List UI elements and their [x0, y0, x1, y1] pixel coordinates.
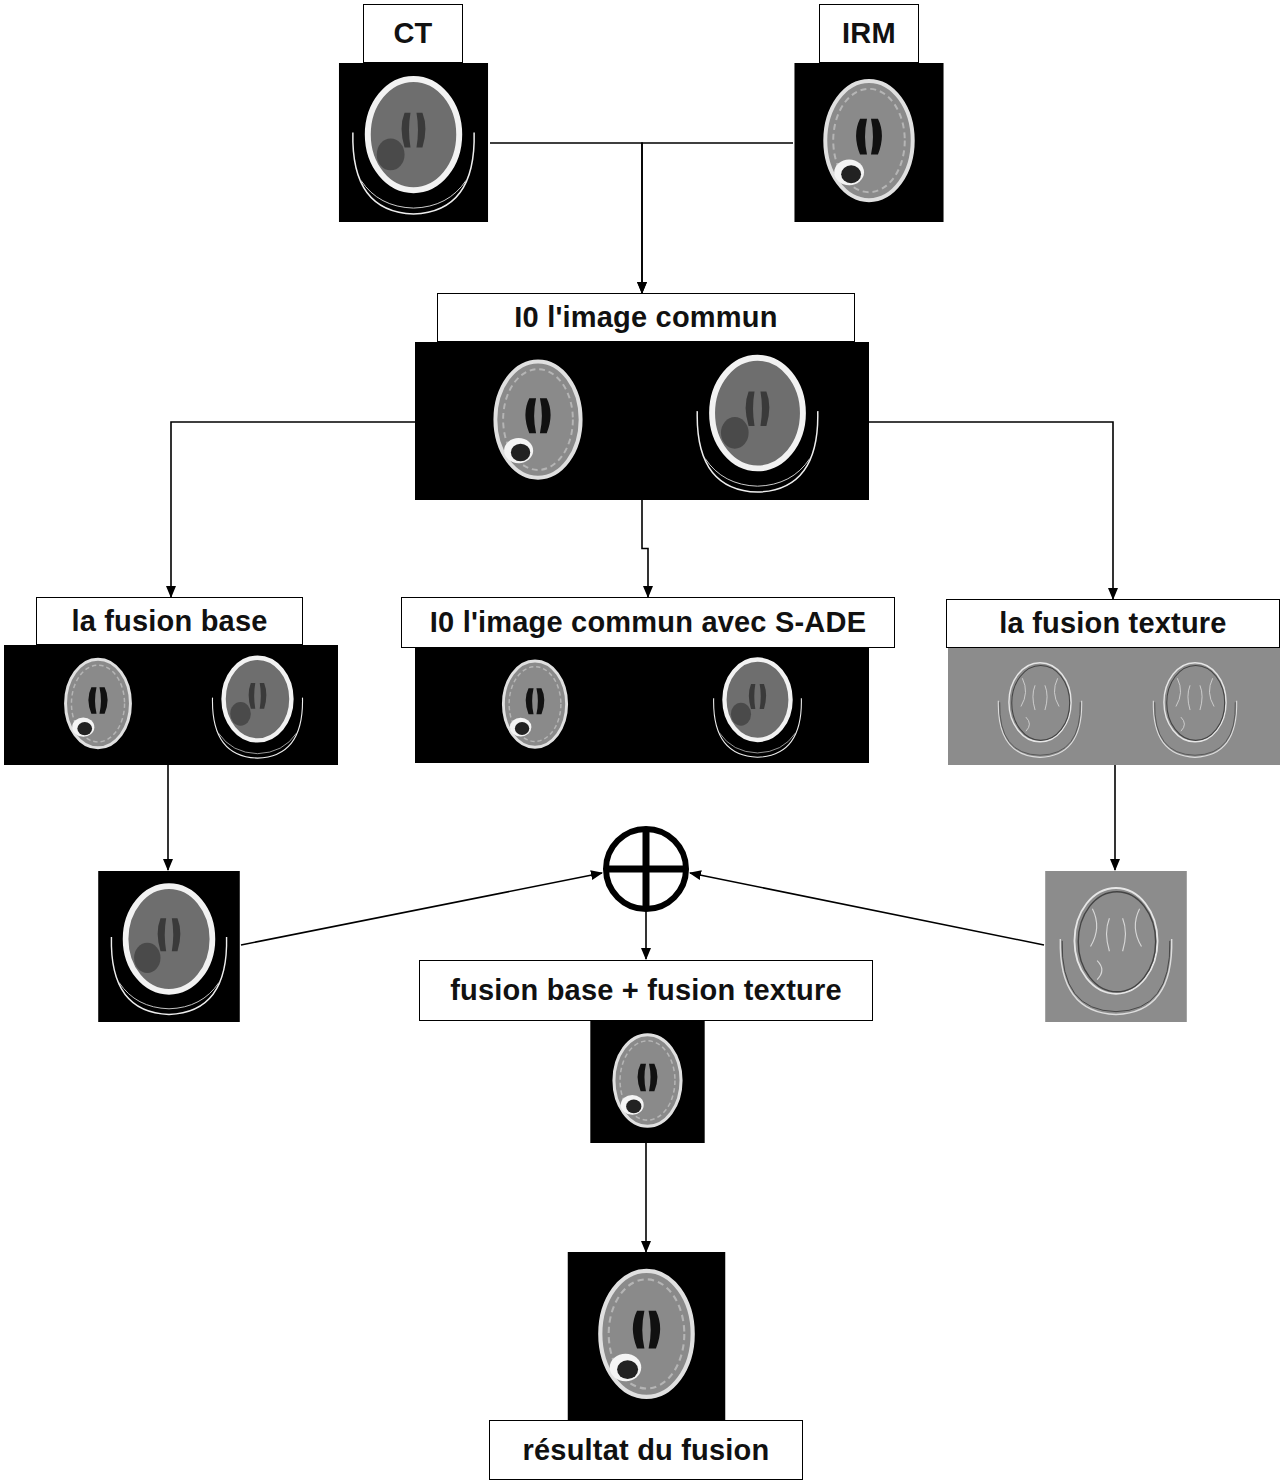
- process-box: la fusion base: [4, 597, 338, 765]
- ct-scan-image: [339, 63, 488, 222]
- mri-scan-image: [794, 63, 943, 222]
- sum-symbol: [609, 866, 683, 873]
- ct-scan-image: [202, 646, 313, 764]
- ct-scan-image: [683, 342, 831, 500]
- image-panel: [415, 648, 869, 763]
- flow-arrow: [645, 911, 647, 959]
- mri-scan-image: [481, 648, 589, 763]
- box-label: fusion base + fusion texture: [450, 974, 842, 1007]
- flow-connector: [645, 1143, 647, 1252]
- flow-arrow: [167, 765, 169, 870]
- process-box: I0 l'image commun: [415, 293, 869, 500]
- process-box: la fusion texture: [946, 599, 1280, 765]
- box-label: la fusion base: [71, 605, 267, 638]
- image-panel: [415, 342, 869, 500]
- label-box: fusion base + fusion texture: [419, 960, 873, 1021]
- label-box: la fusion base: [36, 597, 303, 645]
- ct-scan-image: [704, 648, 812, 763]
- box-label: I0 l'image commun: [514, 301, 777, 334]
- box-label: résultat du fusion: [523, 1434, 770, 1467]
- flow-connector: [642, 500, 648, 597]
- box-label: la fusion texture: [999, 607, 1226, 640]
- box-label: I0 l'image commun avec S-ADE: [430, 606, 866, 639]
- process-box: fusion base + fusion texture: [419, 960, 873, 1143]
- label-box: I0 l'image commun: [437, 293, 855, 342]
- flow-arrow: [241, 873, 602, 945]
- label-box: résultat du fusion: [489, 1420, 803, 1480]
- box-label: IRM: [842, 17, 896, 50]
- flow-arrow: [690, 873, 1044, 945]
- process-box: résultat du fusion: [489, 1252, 803, 1480]
- texture-fusion-image: [1045, 871, 1187, 1022]
- box-label: CT: [393, 17, 432, 50]
- flow-connector: [490, 143, 642, 293]
- flow-arrow: [1114, 765, 1116, 870]
- texture-image: [1142, 650, 1248, 763]
- texture-image: [987, 650, 1093, 763]
- process-box: IRM: [793, 4, 945, 222]
- label-box: la fusion texture: [946, 599, 1280, 648]
- combined-image: [590, 1021, 704, 1143]
- flow-connector: [869, 422, 1113, 599]
- process-box: I0 l'image commun avec S-ADE: [401, 597, 895, 763]
- flow-connector: [171, 422, 415, 597]
- label-box: I0 l'image commun avec S-ADE: [401, 597, 895, 648]
- label-box: IRM: [819, 4, 919, 63]
- sum-symbol: [606, 829, 686, 909]
- result-image: [568, 1252, 726, 1420]
- image-panel: [4, 645, 338, 765]
- mri-scan-image: [465, 344, 610, 499]
- mri-scan-image: [43, 646, 154, 764]
- image-panel: [948, 648, 1280, 765]
- base-fusion-image: [98, 871, 240, 1022]
- label-box: CT: [363, 4, 463, 63]
- process-box: CT: [337, 4, 490, 222]
- flow-connector: [642, 143, 793, 293]
